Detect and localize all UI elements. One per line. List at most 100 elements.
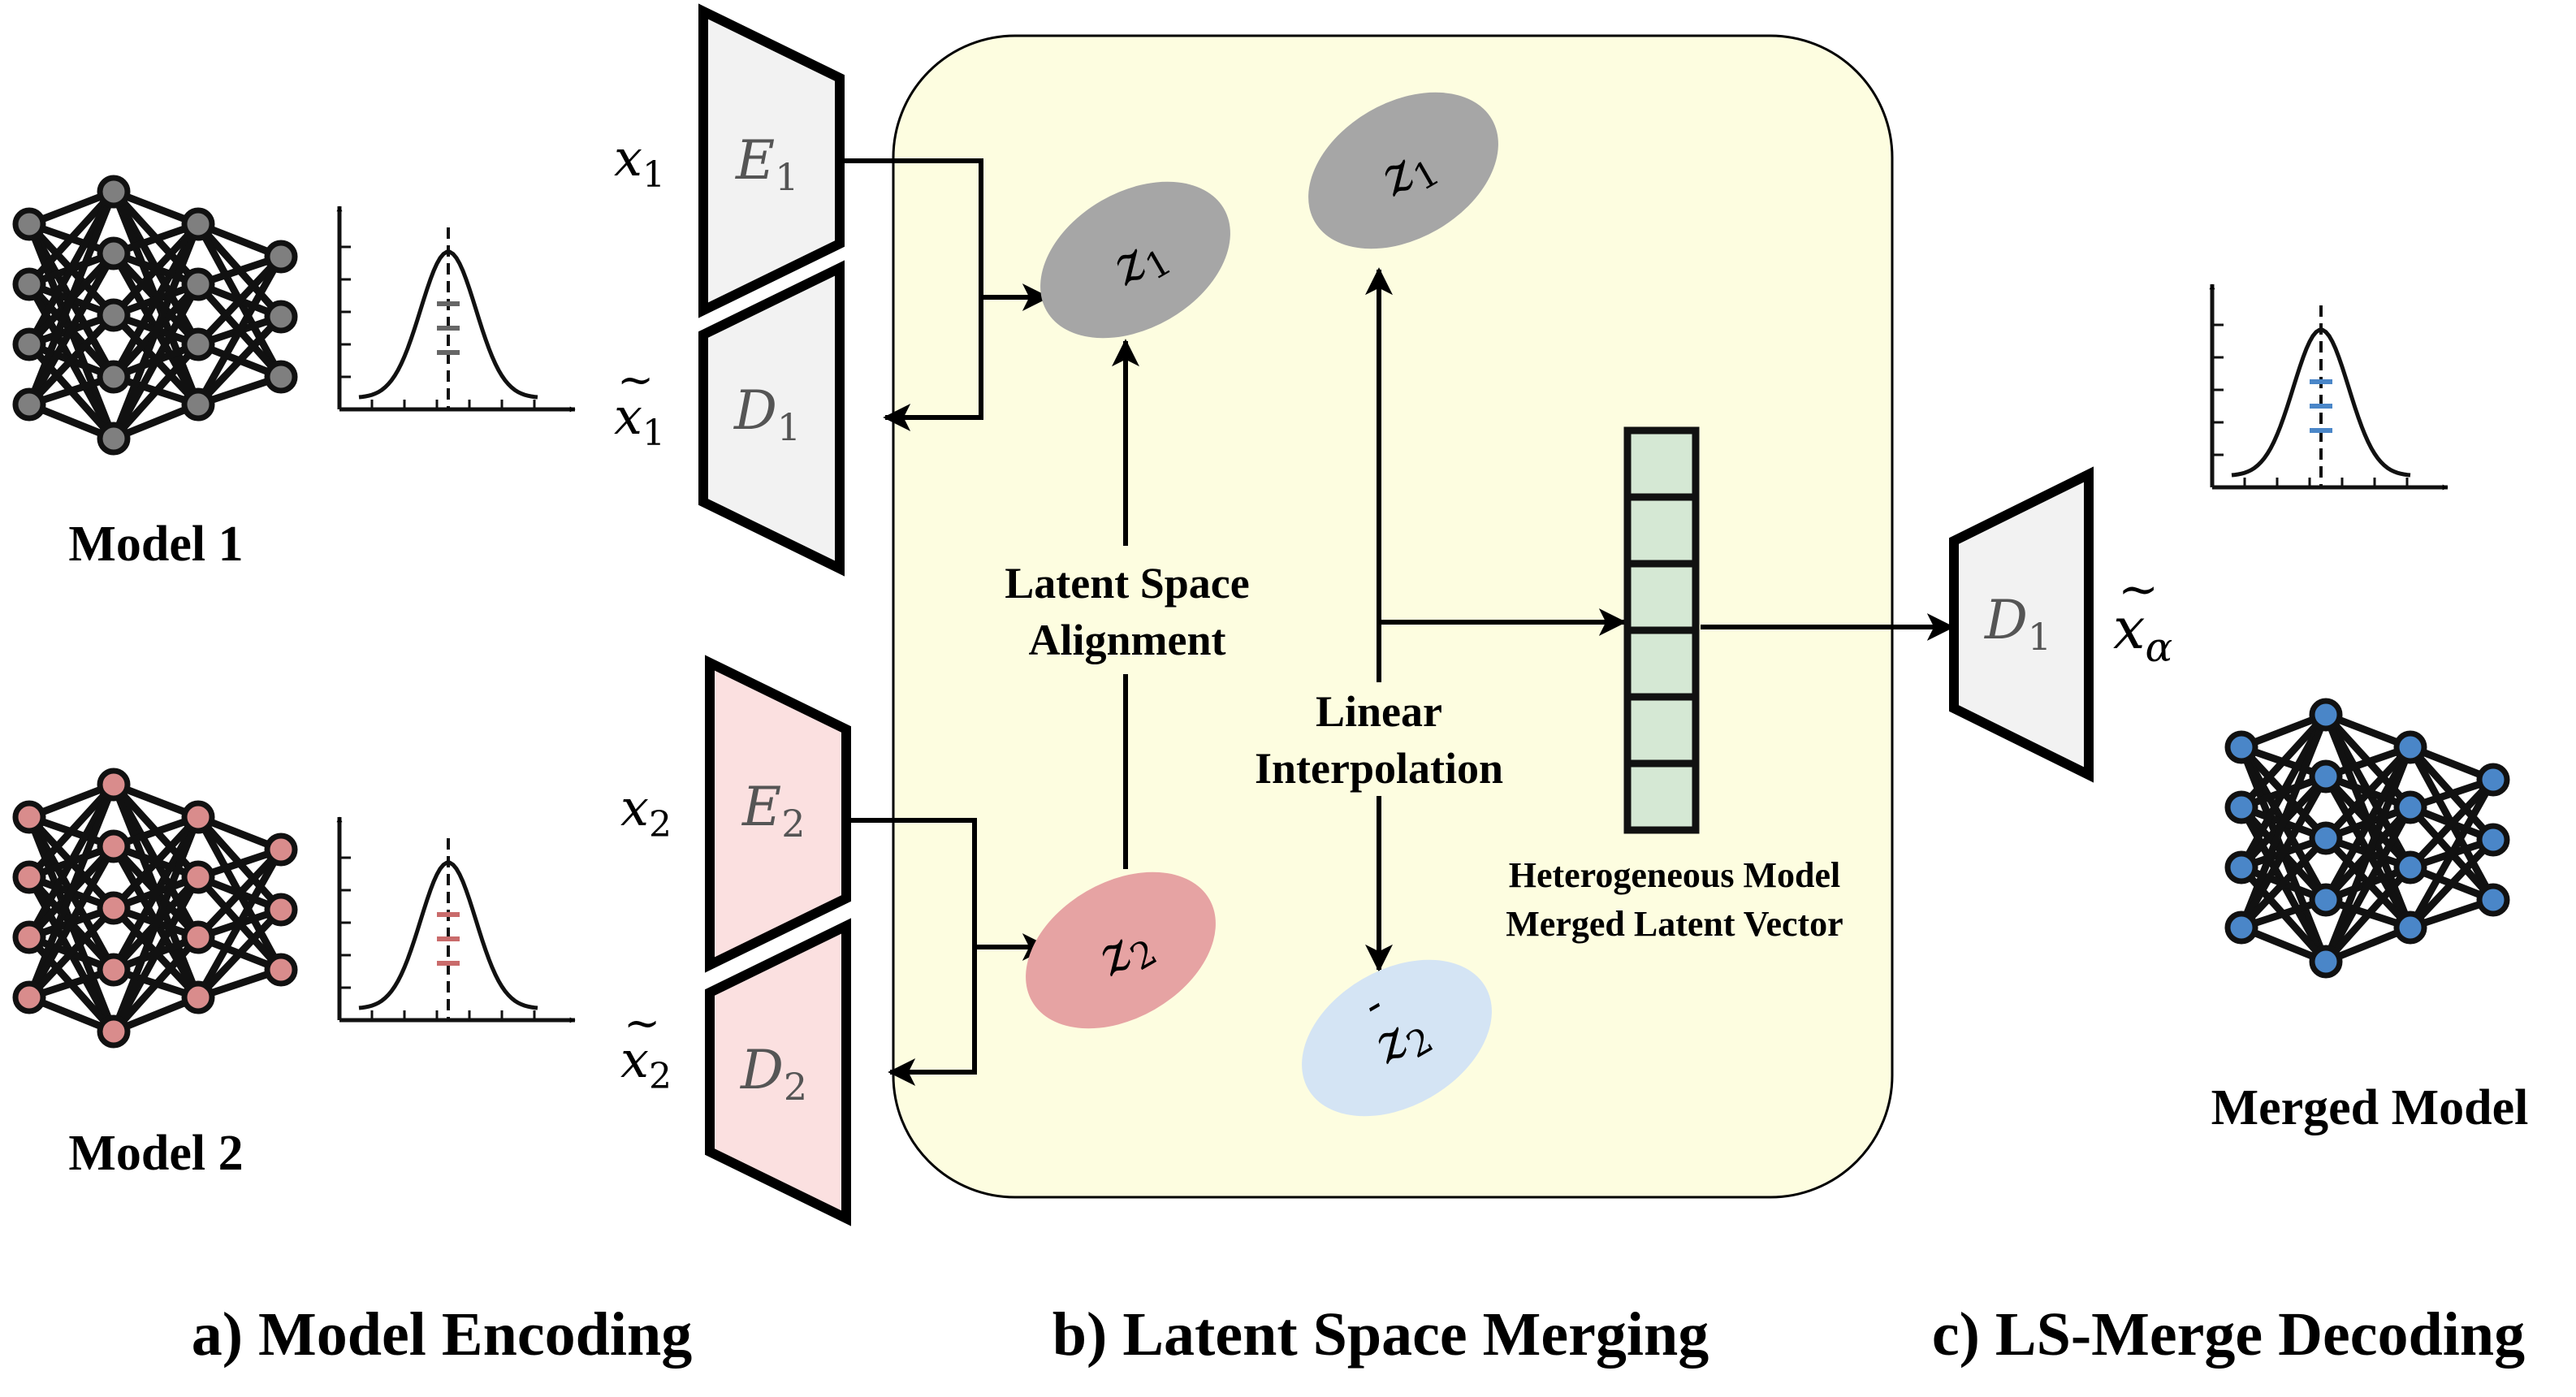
- network-node: [12, 860, 46, 894]
- network-node: [97, 829, 131, 863]
- network-edge: [110, 814, 201, 911]
- network-edge: [2238, 774, 2329, 930]
- network-node: [12, 327, 46, 361]
- encoder-e2-block: [705, 655, 851, 973]
- network-node: [97, 298, 131, 332]
- latent-vector-cell: [1623, 626, 1700, 701]
- z1-aligned-ellipse: [1040, 181, 1230, 339]
- merged-network-icon: [2224, 698, 2510, 979]
- network-node: [181, 207, 215, 241]
- network-node: [2309, 883, 2343, 917]
- alignment-label-line2: Alignment: [1029, 616, 1226, 664]
- network-node: [181, 860, 215, 894]
- model1-label: Model 1: [68, 517, 243, 572]
- x-alpha-tilde-symbol: xα: [2113, 595, 2172, 671]
- merged-distribution-icon: [2209, 283, 2448, 491]
- d1-output-symbol: D1: [1984, 589, 2051, 659]
- network-edge: [26, 312, 117, 408]
- section-c-title: c) LS-Merge Decoding: [1932, 1300, 2525, 1369]
- x1-symbol: x1: [614, 128, 665, 196]
- alignment-label-line1: Latent Space: [1005, 559, 1249, 608]
- network-node: [264, 833, 298, 867]
- d2-symbol: D2: [740, 1039, 807, 1109]
- network-edge: [110, 222, 201, 379]
- network-edge: [110, 223, 202, 440]
- network-edge: [110, 815, 201, 972]
- decoder-d2-block: [705, 918, 851, 1226]
- x1-tilde-symbol: x1: [614, 387, 665, 454]
- network-node: [2309, 759, 2343, 794]
- network-node: [181, 920, 215, 954]
- model2-connectors: [846, 818, 1050, 1086]
- section-a-title: a) Model Encoding: [192, 1300, 693, 1369]
- network-edge: [26, 188, 117, 288]
- network-edge: [2238, 712, 2329, 870]
- network-edge: [195, 846, 284, 941]
- x2-tilde-symbol: x2: [620, 1030, 672, 1097]
- network-node: [2224, 790, 2258, 824]
- network-node: [97, 953, 131, 987]
- network-node: [12, 800, 46, 834]
- network-node: [2476, 883, 2510, 917]
- network-edge: [110, 875, 201, 1034]
- network-node: [97, 891, 131, 925]
- network-node: [264, 240, 298, 274]
- network-node: [181, 327, 215, 361]
- network-node: [97, 360, 131, 394]
- network-edge: [2323, 864, 2414, 965]
- latent-vector-cell: [1623, 759, 1700, 834]
- network-edge: [2237, 713, 2330, 929]
- network-node: [97, 422, 131, 456]
- network-edge: [26, 782, 117, 940]
- network-edge: [2323, 744, 2414, 841]
- network-node: [2393, 790, 2427, 824]
- model1-connectors: [840, 158, 1050, 431]
- network-node: [2309, 821, 2343, 855]
- network-node: [97, 1014, 131, 1049]
- network-node: [181, 387, 215, 422]
- network-edge: [195, 847, 284, 1000]
- network-edge: [195, 254, 284, 407]
- network-edge: [26, 251, 117, 407]
- e2-symbol: E2: [741, 776, 805, 846]
- network-node: [2393, 850, 2427, 884]
- network-edge: [2238, 711, 2329, 811]
- network-node: [2309, 698, 2343, 732]
- network-node: [181, 800, 215, 834]
- d1-symbol: D1: [733, 379, 801, 449]
- network-edge: [26, 189, 117, 347]
- model2-label: Model 2: [68, 1126, 243, 1181]
- x1-tilde-accent: ~: [617, 354, 654, 405]
- network-edge: [25, 783, 118, 999]
- merged-vector-label-line2: Merged Latent Vector: [1506, 904, 1843, 944]
- e1-symbol: E1: [735, 129, 798, 199]
- network-node: [2224, 850, 2258, 884]
- model1-network-icon: [12, 175, 298, 456]
- network-node: [12, 267, 46, 301]
- latent-vector-cell: [1623, 693, 1700, 768]
- merged-latent-vector: [1623, 426, 1700, 834]
- network-node: [2476, 823, 2510, 857]
- network-node: [2393, 910, 2427, 945]
- network-node: [2309, 945, 2343, 979]
- x2-symbol: x2: [620, 778, 672, 846]
- z2-ellipse: [1026, 872, 1216, 1029]
- network-node: [97, 768, 131, 802]
- network-edge: [26, 844, 117, 1000]
- model1-distribution-icon: [336, 205, 576, 413]
- network-node: [12, 920, 46, 954]
- network-edge: [110, 341, 201, 442]
- network-node: [97, 236, 131, 270]
- network-node: [264, 300, 298, 334]
- network-edge: [110, 221, 201, 318]
- network-edge: [195, 314, 284, 408]
- network-edge: [2238, 835, 2329, 931]
- network-edge: [110, 282, 201, 441]
- section-b-title: b) Latent Space Merging: [1052, 1300, 1709, 1369]
- network-node: [264, 953, 298, 987]
- model2-network-icon: [12, 768, 298, 1049]
- x-alpha-tilde-accent: ~: [2118, 561, 2159, 618]
- decoder-d1-block: [698, 260, 845, 577]
- network-node: [2224, 730, 2258, 764]
